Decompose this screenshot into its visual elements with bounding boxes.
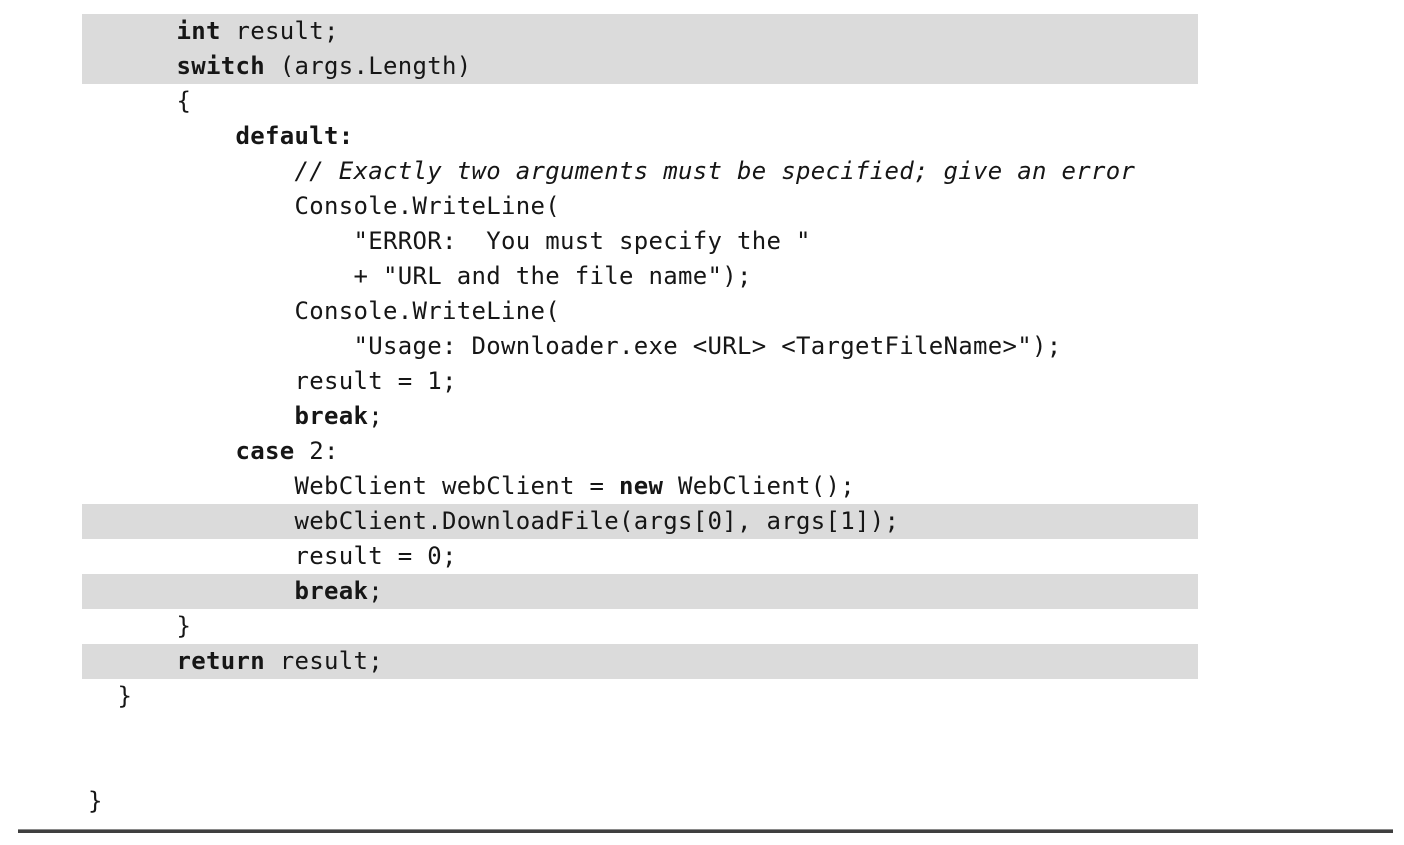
code-line-highlighted: int result; xyxy=(82,14,1198,49)
code-token: case xyxy=(235,437,295,465)
code-token: + "URL and the file name"); xyxy=(353,262,752,290)
code-token: Console.WriteLine( xyxy=(294,297,560,325)
page-divider-rule xyxy=(18,829,1393,833)
code-line: } xyxy=(82,784,1198,819)
code-token: } xyxy=(176,612,192,640)
code-line: + "URL and the file name"); xyxy=(82,259,1198,294)
code-line: case 2: xyxy=(82,434,1198,469)
code-token: result = 0; xyxy=(294,542,457,570)
code-line: Console.WriteLine( xyxy=(82,189,1198,224)
code-token: result; xyxy=(220,17,339,45)
code-token: ; xyxy=(368,577,383,605)
code-token: webClient.DownloadFile(args[0], args[1])… xyxy=(294,507,900,535)
code-token: // Exactly two arguments must be specifi… xyxy=(294,157,1136,185)
code-token: new xyxy=(618,472,664,500)
code-line: Console.WriteLine( xyxy=(82,294,1198,329)
code-line-highlighted: break; xyxy=(82,574,1198,609)
code-token: break xyxy=(294,402,369,430)
code-token: int xyxy=(176,17,221,45)
code-line: "Usage: Downloader.exe <URL> <TargetFile… xyxy=(82,329,1198,364)
code-line: break; xyxy=(82,399,1198,434)
code-line-highlighted: return result; xyxy=(82,644,1198,679)
code-token: switch xyxy=(176,52,265,80)
code-token: break xyxy=(294,577,369,605)
code-token: ; xyxy=(368,402,383,430)
code-token: result = 1; xyxy=(294,367,457,395)
code-token: default: xyxy=(235,122,354,150)
code-token: } xyxy=(117,682,133,710)
code-line: result = 0; xyxy=(82,539,1198,574)
code-token: "ERROR: You must specify the " xyxy=(353,227,811,255)
code-line: WebClient webClient = new WebClient(); xyxy=(82,469,1198,504)
code-line xyxy=(82,714,1198,749)
code-line: result = 1; xyxy=(82,364,1198,399)
code-token: } xyxy=(88,787,103,815)
code-listing: int result; switch (args.Length) { defau… xyxy=(82,14,1198,819)
code-token: result; xyxy=(265,647,383,675)
code-token: (args.Length) xyxy=(265,52,472,80)
code-line: { xyxy=(82,84,1198,119)
code-line: } xyxy=(82,609,1198,644)
code-token: WebClient webClient = xyxy=(294,472,619,500)
code-line: default: xyxy=(82,119,1198,154)
code-line xyxy=(82,749,1198,784)
code-token: return xyxy=(176,647,265,675)
code-token: Console.WriteLine( xyxy=(294,192,560,220)
code-line: "ERROR: You must specify the " xyxy=(82,224,1198,259)
code-token: "Usage: Downloader.exe <URL> <TargetFile… xyxy=(353,332,1062,360)
code-line-highlighted: switch (args.Length) xyxy=(82,49,1198,84)
code-line: } xyxy=(82,679,1198,714)
code-token: WebClient(); xyxy=(663,472,855,500)
code-line: // Exactly two arguments must be specifi… xyxy=(82,154,1198,189)
code-line-highlighted: webClient.DownloadFile(args[0], args[1])… xyxy=(82,504,1198,539)
code-token: { xyxy=(176,87,192,115)
code-token: 2: xyxy=(294,437,339,465)
